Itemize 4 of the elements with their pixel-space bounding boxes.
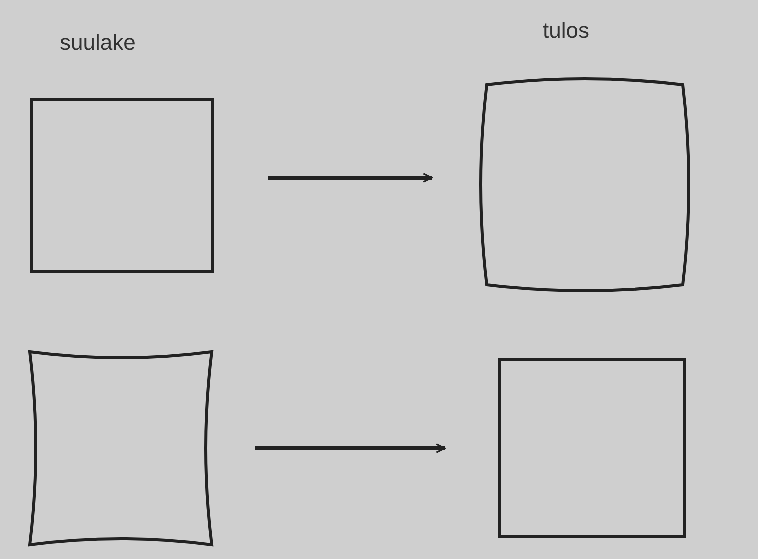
arrow [255, 444, 446, 454]
column-heading: suulake [60, 30, 136, 56]
column-heading: tulos [543, 18, 590, 44]
arrow [268, 173, 433, 183]
